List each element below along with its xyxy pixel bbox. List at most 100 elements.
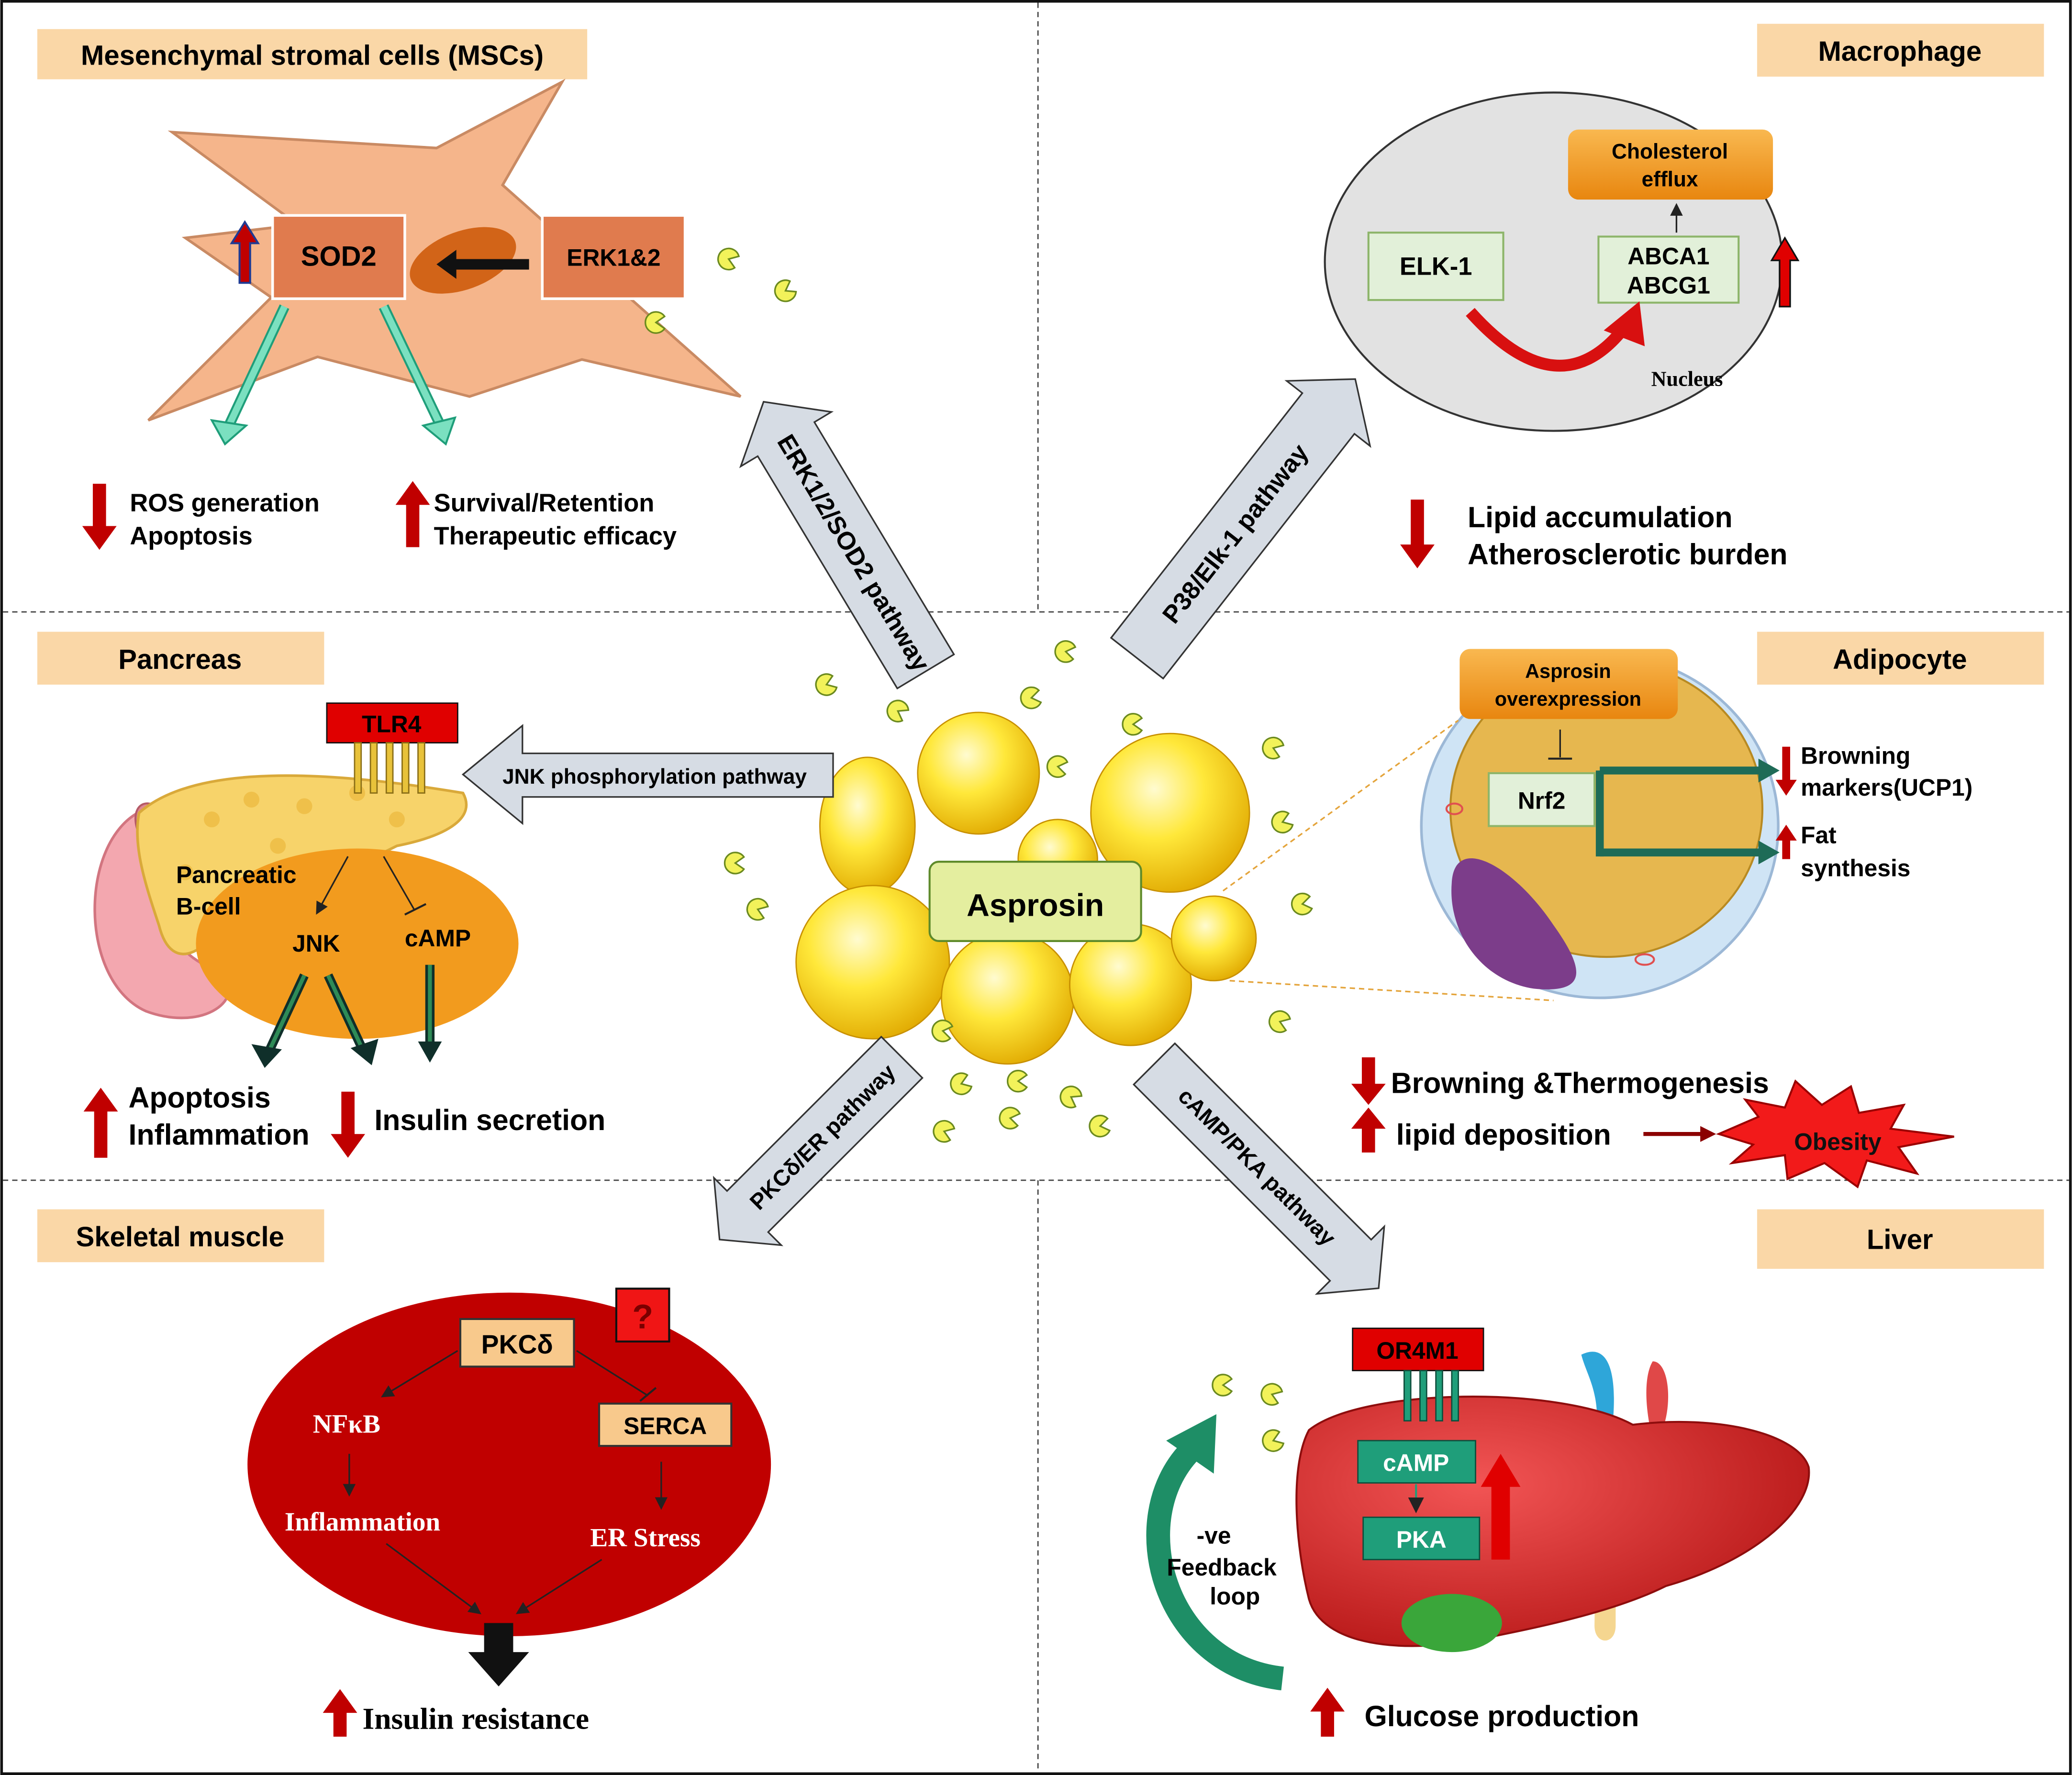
asprosin-particle [1054,640,1077,663]
asprosin-particle [717,247,740,271]
tlr4-inhibits-camp [383,856,415,910]
asprosin-particle [1089,1114,1111,1138]
macrophage-effect-1: Lipid accumulation [1468,501,1733,533]
abc-line-2: ABCG1 [1627,272,1710,299]
tlr4-label: TLR4 [362,710,422,737]
liver-title-tag [1757,1209,2044,1269]
asprosin-particle [1122,713,1143,736]
mscs-title-tag [37,29,588,79]
thermogenesis-down-arrow [1351,1057,1386,1105]
asprosin-particle [815,673,838,696]
liver-camp-box [1357,1440,1476,1484]
liver-title: Liver [1867,1224,1933,1255]
muscle-cell [247,1292,771,1636]
center-asprosin: Asprosin [795,711,1257,1065]
muscle-title-tag [37,1209,324,1263]
asprosin-particle [1291,892,1313,916]
mscs-down-line-1: ROS generation [130,489,320,517]
asprosin-particle [774,279,797,302]
pkc-box [459,1318,575,1368]
asprosin-particle [1262,1429,1285,1452]
pancreas-up-line-2: Inflammation [129,1118,310,1151]
elk-box [1367,232,1504,301]
elk-curved-arrowhead [1604,301,1645,346]
asprosin-particle [999,1107,1021,1130]
fat-line-1: Fat [1801,821,1837,848]
asprosin-label: Asprosin [967,888,1104,923]
abc-line-1: ABCA1 [1627,243,1709,269]
nrf2-label: Nrf2 [1518,788,1565,814]
teal-arrowhead-right [421,416,457,446]
cell-label-1: Pancreatic [176,861,297,888]
adipocyte-effect-up: lipid deposition [1396,1118,1611,1151]
pathway-jnk-arrow: JNK phosphorylation pathway [461,724,834,825]
cholesterol-box [1568,129,1773,200]
pancreas-down-line: Insulin secretion [374,1104,605,1136]
muscle-title: Skeletal muscle [76,1221,284,1253]
er-stress-label: ER Stress [590,1523,701,1552]
beta-cell [196,848,519,1039]
glucose-up-arrow [1310,1687,1345,1737]
macrophage-title: Macrophage [1818,36,1982,67]
asprosin-particle [1020,686,1042,710]
cholesterol-line-2: efflux [1642,168,1698,191]
serca-box [598,1402,733,1447]
cholesterol-line-1: Cholesterol [1612,140,1728,163]
obesity-burst [1716,1079,1954,1189]
asprosin-particle [1007,1070,1028,1093]
serca-label: SERCA [624,1412,707,1439]
nrf2-box [1488,772,1596,827]
inflammation-label: Inflammation [285,1507,440,1536]
browning-line-2: markers(UCP1) [1801,774,1972,801]
adipocyte-effect-down: Browning &Thermogenesis [1391,1067,1769,1099]
sod2-label: SOD2 [301,241,377,272]
panel-pancreas: Pancreas Pancreatic B-cell TLR4 JNK cAMP [37,632,605,1158]
muscle-effect: Insulin resistance [363,1701,590,1735]
asprosin-particle [746,898,769,921]
mscs-down-line-2: Apoptosis [130,522,253,550]
tlr4-to-jnk-arrow [316,856,349,915]
panel-liver: Liver OR4M1 cAMP PKA -ve Feedback loop G… [1146,1209,2044,1737]
pkc-label: PKCδ [481,1330,553,1359]
jnk-label: JNK [292,930,340,957]
asprosin-particle [1271,810,1294,833]
asprosin-particle [645,311,666,334]
erk-box [541,214,687,300]
asprosin-particle [724,852,745,875]
adipocyte-title-tag [1757,632,2044,685]
nucleus-label: Nucleus [1651,367,1723,391]
overexpression-line-2: overexpression [1495,688,1641,710]
feedback-arrow [1146,1442,1284,1691]
macrophage-title-tag [1757,23,2044,77]
overexpression-line-1: Asprosin [1525,660,1611,682]
feedback-line-2: Feedback [1167,1554,1277,1581]
panel-mscs: Mesenchymal stromal cells (MSCs) SOD2 ER… [37,29,742,550]
up-arrow-icon [395,481,430,547]
camp-label: cAMP [405,925,471,952]
down-arrow-icon [82,484,117,550]
fat-up-arrow [1775,824,1797,859]
asprosin-particles [645,247,1313,1452]
overexpression-box [1459,649,1678,719]
liver-effect: Glucose production [1364,1700,1639,1732]
asprosin-particle [933,1120,956,1143]
adipocyte-title: Adipocyte [1833,644,1967,675]
browning-down-arrow [1775,746,1797,796]
obesity-label: Obesity [1794,1128,1882,1155]
asprosin-particle [1212,1374,1233,1397]
pancreas-up-arrow [83,1087,118,1158]
feedback-arrowhead [1166,1414,1217,1474]
asprosin-particle [1260,1383,1283,1406]
elk-label: ELK-1 [1400,253,1472,281]
deposition-up-arrow [1351,1107,1386,1153]
pancreas-down-arrow [331,1091,366,1158]
panel-adipocyte: Adipocyte Asprosin overexpression Nrf2 B… [1222,632,2044,1189]
camp-up-arrow [1481,1453,1521,1560]
jnk-pathway-label: JNK phosphorylation pathway [502,765,807,788]
muscle-down-block-arrow [468,1623,529,1686]
mscs-up-line-1: Survival/Retention [434,489,655,517]
asprosin-particle [931,1020,954,1043]
erk-label: ERK1&2 [567,244,660,271]
gallbladder [1401,1594,1502,1653]
